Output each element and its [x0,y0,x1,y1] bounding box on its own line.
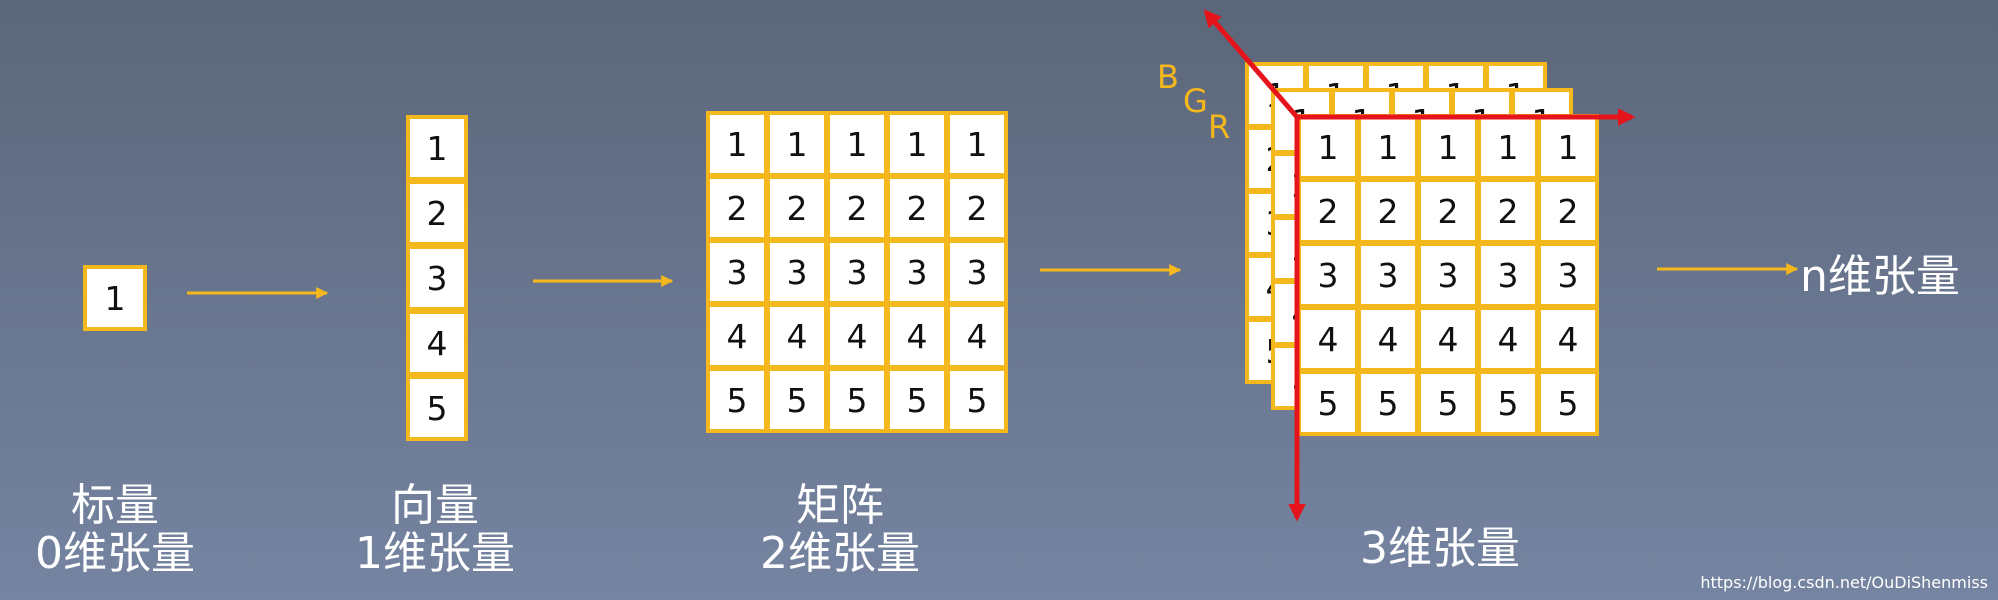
matrix-cell: 5 [946,367,1008,433]
scalar-cell: 1 [83,265,147,331]
tensor-front-cell: 4 [1357,306,1419,372]
matrix-cell: 3 [706,239,768,305]
matrix-cell: 4 [766,303,828,369]
scalar-caption-line1: 标量 [71,480,159,531]
matrix-cell: 4 [946,303,1008,369]
matrix-cell: 2 [766,175,828,241]
matrix-cell: 3 [886,239,948,305]
channel-label-b: B [1157,58,1179,96]
vector-cell: 4 [406,310,468,376]
scalar-caption-line2: 0维张量 [35,528,195,579]
channel-label-r: R [1208,108,1231,146]
axis-arrow-z [1203,9,1299,119]
n-tensor-label: n维张量 [1800,251,1960,302]
vector-cell: 3 [406,245,468,311]
matrix-caption: 矩阵 2维张量 [735,482,945,578]
tensor-front-cell: 5 [1537,370,1599,436]
matrix-cell: 1 [706,111,768,177]
channel-label-g: G [1183,82,1208,120]
vector-caption-line2: 1维张量 [355,528,515,579]
matrix-cell: 3 [766,239,828,305]
tensor-front-cell: 5 [1417,370,1479,436]
tensor-front-cell: 5 [1477,370,1539,436]
tensor-caption: 3维张量 [1360,523,1520,574]
vector-cell: 1 [406,115,468,181]
vector-caption-line1: 向量 [391,480,479,531]
tensor-front-cell: 5 [1357,370,1419,436]
tensor-front-cell: 2 [1537,178,1599,244]
watermark: https://blog.csdn.net/OuDiShenmiss [1700,573,1988,592]
vector-cell: 5 [406,375,468,441]
tensor-front-cell: 4 [1537,306,1599,372]
scalar-caption: 标量 0维张量 [10,482,220,578]
matrix-caption-line1: 矩阵 [796,480,884,531]
vector-caption: 向量 1维张量 [330,482,540,578]
matrix-cell: 2 [946,175,1008,241]
matrix-cell: 5 [706,367,768,433]
matrix-caption-line2: 2维张量 [760,528,920,579]
vector-cell: 2 [406,180,468,246]
matrix-cell: 2 [706,175,768,241]
tensor-front-cell: 3 [1477,242,1539,308]
matrix-cell: 5 [826,367,888,433]
matrix-cell: 3 [946,239,1008,305]
